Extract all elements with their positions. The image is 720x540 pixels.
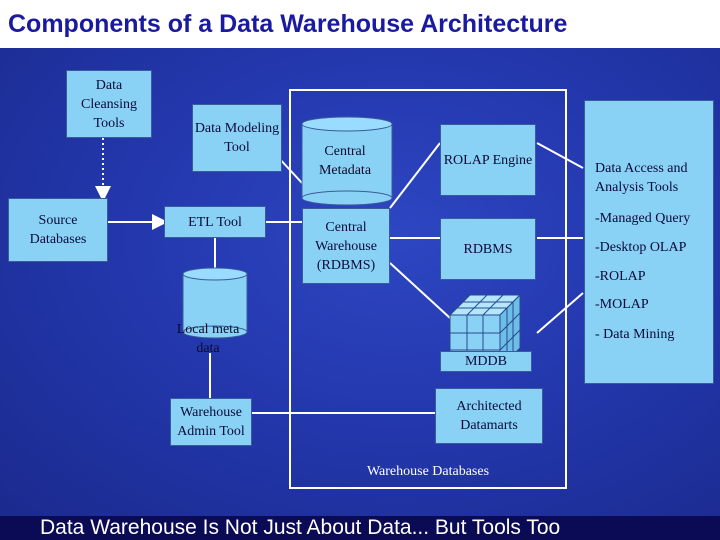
central-warehouse-label: Central Warehouse (RDBMS) [315, 219, 377, 273]
warehouse-to-mddb-connector [389, 262, 451, 319]
rolap-engine-box: ROLAP Engine [440, 124, 536, 196]
slide-title: Components of a Data Warehouse Architect… [8, 10, 568, 38]
data-access-panel: Data Access and Analysis Tools -Managed … [584, 100, 714, 384]
warehouse-databases-frame [289, 89, 567, 489]
central-metadata-cylinder-icon [301, 116, 393, 206]
footer-bar: Data Warehouse Is Not Just About Data...… [0, 516, 720, 540]
central-warehouse-box: Central Warehouse (RDBMS) [302, 208, 390, 284]
access-item-managed-query: -Managed Query [595, 211, 691, 226]
architected-datamarts-box: Architected Datamarts [435, 388, 543, 444]
etl-tool-box: ETL Tool [164, 206, 266, 238]
access-item-molap: -MOLAP [595, 297, 649, 312]
access-item-desktop-olap: -Desktop OLAP [595, 240, 687, 255]
central-metadata-label: Central Metadata [318, 144, 372, 178]
data-access-heading: Data Access and Analysis Tools [595, 161, 688, 195]
rdbms-label: RDBMS [463, 241, 513, 257]
data-modeling-tool-box: Data Modeling Tool [192, 104, 282, 172]
source-databases-label: Source Databases [29, 213, 87, 247]
footer-caption: Data Warehouse Is Not Just About Data...… [40, 516, 561, 539]
local-meta-cylinder-icon [182, 267, 248, 339]
warehouse-databases-label: Warehouse Databases [366, 464, 490, 479]
access-item-rolap: -ROLAP [595, 269, 646, 284]
mddb-to-access-connector [536, 292, 584, 334]
warehouse-admin-tool-box: Warehouse Admin Tool [170, 398, 252, 446]
rdbms-box: RDBMS [440, 218, 536, 280]
access-item-data-mining: - Data Mining [595, 327, 675, 342]
title-bar: Components of a Data Warehouse Architect… [0, 0, 720, 48]
connector-layer [95, 89, 584, 489]
data-cleansing-tools-box: Data Cleansing Tools [66, 70, 152, 138]
rolap-engine-label: ROLAP Engine [443, 152, 533, 168]
source-databases-box: Source Databases [8, 198, 108, 262]
warehouse-to-rolap-connector [389, 142, 441, 209]
diagram-canvas: Data Cleansing Tools Source Databases Da… [0, 48, 720, 516]
etl-tool-label: ETL Tool [188, 214, 242, 230]
warehouse-admin-tool-label: Warehouse Admin Tool [177, 405, 245, 439]
data-cleansing-tools-label: Data Cleansing Tools [81, 77, 137, 131]
data-modeling-tool-label: Data Modeling Tool [194, 121, 280, 155]
architected-datamarts-label: Architected Datamarts [456, 399, 522, 433]
rolap-to-access-connector [536, 142, 584, 169]
mddb-label: MDDB [440, 351, 532, 372]
local-meta-data-label: Local meta data [176, 322, 240, 356]
